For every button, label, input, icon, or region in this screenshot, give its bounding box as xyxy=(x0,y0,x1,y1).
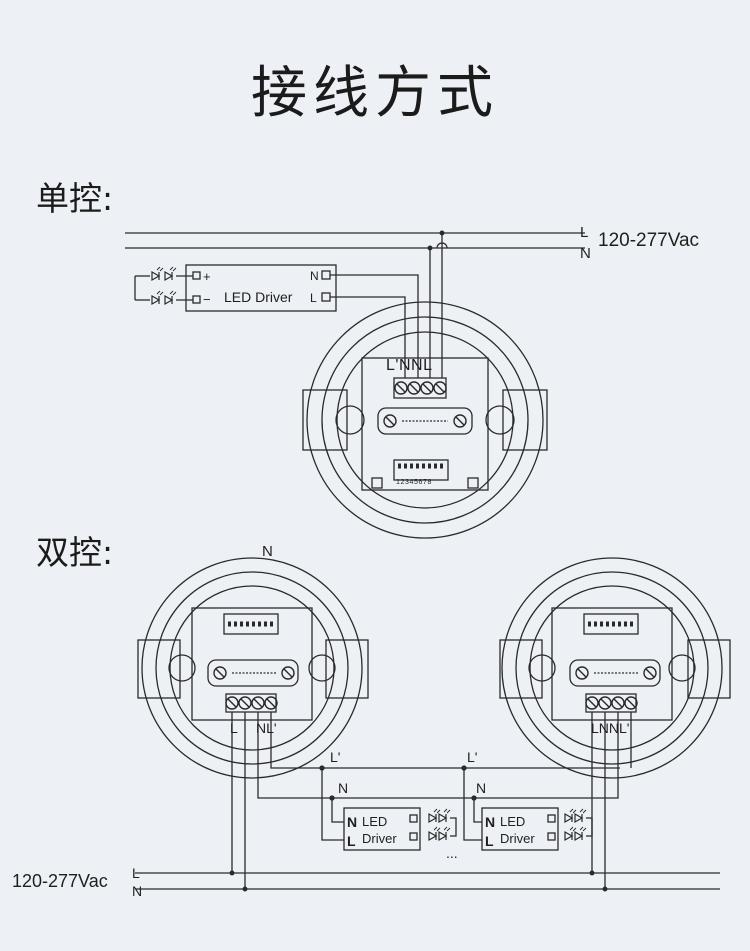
dual-n-label-2: N xyxy=(476,780,486,796)
dual-driver-2-led-label: LED xyxy=(500,814,525,829)
dual-driver-2-driver-label: Driver xyxy=(500,831,535,846)
single-driver-l-label: L xyxy=(310,291,317,305)
single-driver-minus-label: − xyxy=(203,292,211,307)
dual-left-terminal-nl-label: NL' xyxy=(256,720,277,736)
dual-driver-1-led-label: LED xyxy=(362,814,387,829)
single-led-driver-box xyxy=(185,264,337,312)
single-bus-l-label: L xyxy=(580,224,588,241)
page-title: 接线方式 xyxy=(251,61,499,126)
dual-voltage-label: 120-277Vac xyxy=(12,871,108,891)
dual-left-downlight-module xyxy=(137,557,369,779)
dual-left-terminal-l-label: L xyxy=(230,720,238,736)
single-terminal-labels: L'NNL xyxy=(386,357,432,374)
dual-driver-1-n-label: N xyxy=(347,814,357,830)
dual-control-label: 双控: xyxy=(36,533,114,572)
single-control-diagram xyxy=(125,230,585,539)
single-control-label: 单控: xyxy=(36,179,114,218)
dual-right-terminal-labels: LNNL' xyxy=(591,720,629,736)
single-dip-numbers: 12345678 xyxy=(396,479,432,486)
dual-driver-1-led-icon xyxy=(428,808,457,841)
dual-n-label-1: N xyxy=(338,780,348,796)
single-driver-plus-label: + xyxy=(203,269,211,284)
single-voltage-label: 120-277Vac xyxy=(598,230,699,251)
dual-right-downlight-module xyxy=(499,557,731,779)
single-led-cluster-icon xyxy=(134,266,193,305)
dual-led-driver-1-box xyxy=(343,807,421,851)
dual-driver-2-n-label: N xyxy=(485,814,495,830)
dual-ellipsis: ... xyxy=(446,845,458,861)
dual-top-n-label: N xyxy=(262,543,273,560)
dual-led-driver-2-box xyxy=(481,807,559,851)
dual-driver-1-l-label: L xyxy=(347,833,356,849)
dual-driver-2-led-icon xyxy=(564,808,593,841)
dual-lprime-label-2: L' xyxy=(467,749,477,765)
dual-lprime-label-1: L' xyxy=(330,749,340,765)
dual-bus-l-label: L xyxy=(132,865,140,881)
dual-bus-n-label: N xyxy=(132,883,142,899)
single-downlight-module xyxy=(302,301,548,539)
single-bus-n-label: N xyxy=(580,245,591,262)
single-led-driver-label: LED Driver xyxy=(224,289,293,305)
dual-driver-2-l-label: L xyxy=(485,833,494,849)
single-driver-n-label: N xyxy=(310,269,319,283)
dual-driver-1-driver-label: Driver xyxy=(362,831,397,846)
dual-control-diagram xyxy=(135,557,731,892)
